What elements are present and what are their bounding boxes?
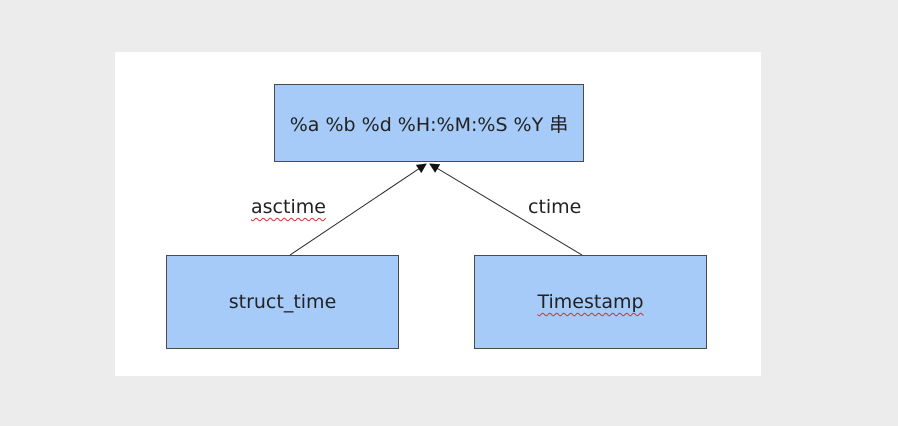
diagram-canvas: %a %b %d %H:%M:%S %Y 串 struct_time Times… xyxy=(115,52,761,376)
node-timestamp[interactable]: Timestamp xyxy=(474,255,707,349)
node-timestamp-label: Timestamp xyxy=(537,291,644,313)
edge-label-ctime: ctime xyxy=(528,196,582,218)
node-struct-time-label: struct_time xyxy=(228,291,337,313)
node-format-string-label: %a %b %d %H:%M:%S %Y 串 xyxy=(289,113,569,136)
edge-label-asctime: asctime xyxy=(251,196,326,218)
edge-asctime xyxy=(289,163,427,256)
edge-ctime xyxy=(429,163,583,256)
node-struct-time[interactable]: struct_time xyxy=(166,255,399,349)
diagram-edges xyxy=(289,163,583,256)
node-format-string[interactable]: %a %b %d %H:%M:%S %Y 串 xyxy=(274,84,584,162)
